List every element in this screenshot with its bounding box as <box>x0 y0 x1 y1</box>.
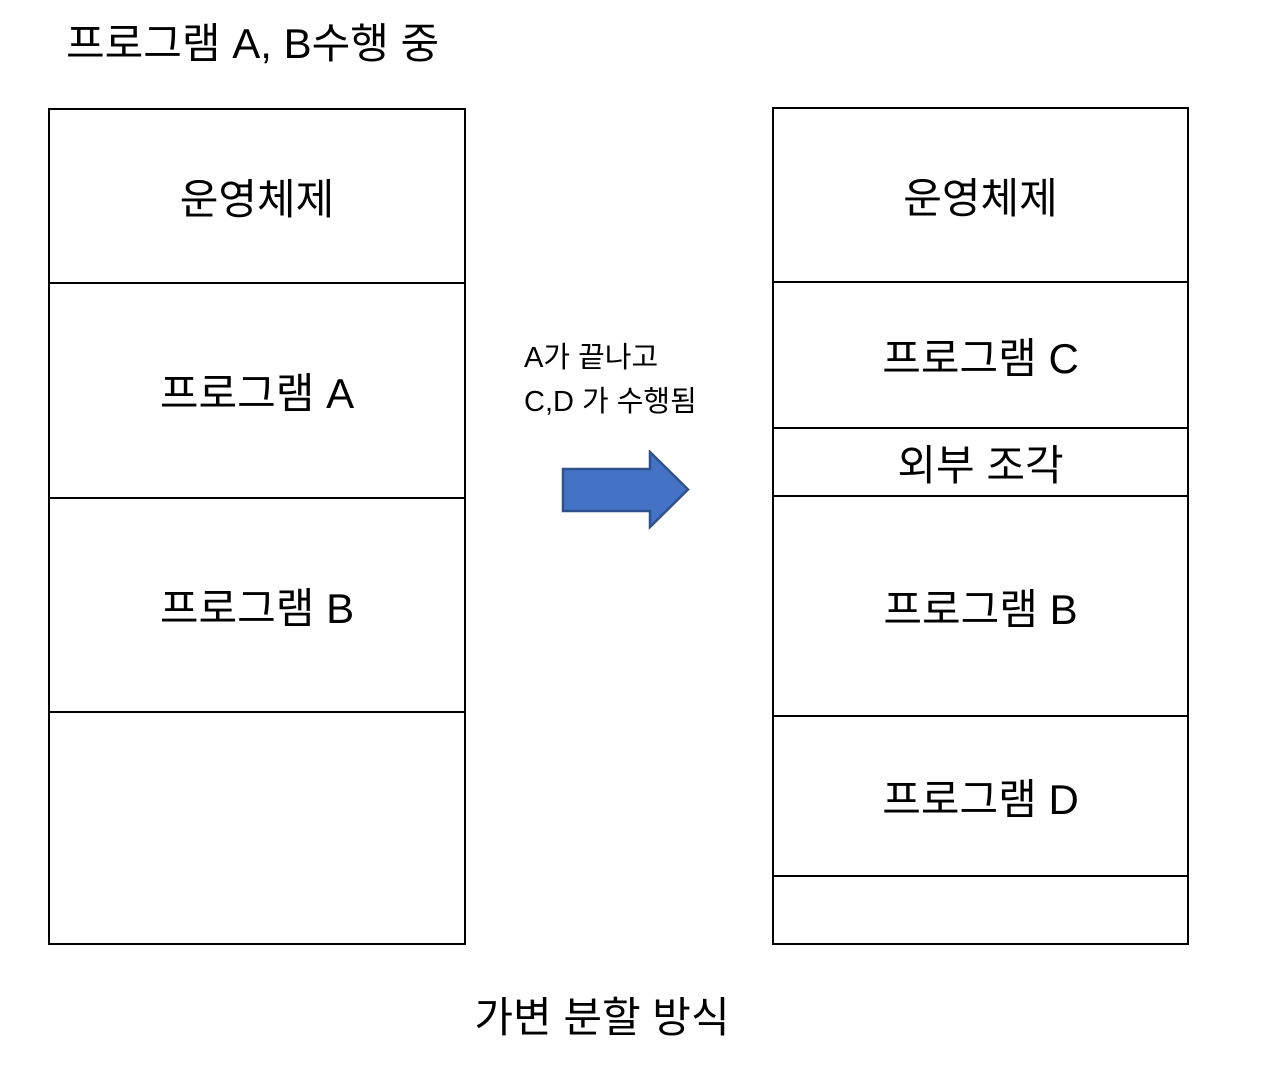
memory-block-free <box>50 713 464 943</box>
memory-block-label: 프로그램 B <box>883 585 1078 633</box>
memory-block-free <box>774 877 1187 943</box>
transition-note-line2: C,D 가 수행됨 <box>524 386 697 418</box>
right-arrow-icon <box>561 450 690 530</box>
memory-block-label: 외부 조각 <box>897 441 1064 489</box>
memory-block-os: 운영체제 <box>774 109 1187 283</box>
memory-block-program-c: 프로그램 C <box>774 283 1187 429</box>
transition-note-line1: A가 끝나고 <box>524 342 659 374</box>
memory-block-program-b: 프로그램 B <box>50 499 464 713</box>
memory-column-before: 운영체제 프로그램 A 프로그램 B <box>48 108 466 945</box>
right-arrow-shape <box>561 450 690 530</box>
memory-block-external-fragment: 외부 조각 <box>774 429 1187 497</box>
diagram-caption: 가변 분할 방식 <box>474 994 730 1041</box>
memory-block-program-d: 프로그램 D <box>774 717 1187 877</box>
memory-block-program-a: 프로그램 A <box>50 284 464 499</box>
memory-block-os: 운영체제 <box>50 110 464 284</box>
memory-block-label: 운영체제 <box>179 175 335 223</box>
memory-block-label: 프로그램 D <box>882 775 1079 823</box>
memory-block-label: 프로그램 B <box>159 584 355 632</box>
memory-block-program-b: 프로그램 B <box>774 497 1187 717</box>
diagram-title: 프로그램 A, B수행 중 <box>66 20 440 67</box>
memory-block-label: 운영체제 <box>903 174 1058 222</box>
memory-column-after: 운영체제 프로그램 C 외부 조각 프로그램 B 프로그램 D <box>772 107 1189 945</box>
transition-note: A가 끝나고 C,D 가 수행됨 <box>524 336 697 424</box>
memory-block-label: 프로그램 C <box>882 334 1079 382</box>
memory-block-label: 프로그램 A <box>159 370 355 417</box>
